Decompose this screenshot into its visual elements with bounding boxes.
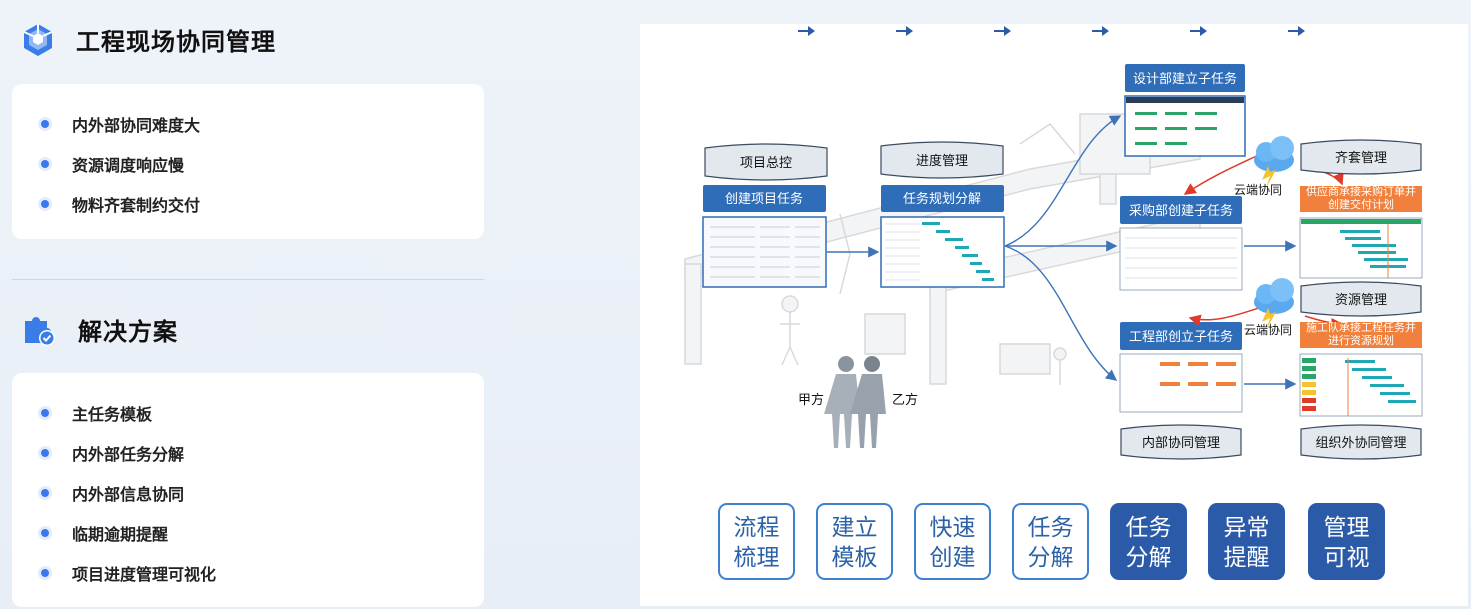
team-plan-box: 施工队承接工程任务并进行资源规划 [1300,322,1422,348]
banner-resource-management: 资源管理 [1300,281,1422,317]
list-item: 项目进度管理可视化 [38,561,216,585]
list-item: 主任务模板 [38,401,152,425]
arrow-connector [1004,245,1118,381]
purchase-dept-button: 采购部创建子任务 [1120,196,1242,224]
arrow-right-icon [1190,26,1207,36]
flow-step-alert: 异常 提醒 [1208,503,1285,580]
svg-text:内部协同管理: 内部协同管理 [1142,435,1220,450]
flow-step-visual-management: 管理 可视 [1308,503,1385,580]
supplier-plan-box: 供应商承接采购订单并创建交付计划 [1300,186,1422,212]
engineering-dept-button: 工程部创立子任务 [1120,322,1242,350]
arrow-right-icon [798,26,815,36]
list-item: 内外部协同难度大 [38,112,200,136]
task-planning-button: 任务规划分解 [881,185,1004,212]
banner-internal-collaboration: 内部协同管理 [1120,424,1242,460]
arrow-right-icon [994,26,1011,36]
svg-text:设计部建立子任务: 设计部建立子任务 [1133,71,1237,86]
list-item: 内外部信息协同 [38,481,184,505]
red-arrow [1188,305,1266,327]
design-table-thumbnail [1124,95,1246,157]
puzzle-check-icon [25,316,55,346]
svg-text:进度管理: 进度管理 [916,153,968,168]
purchase-table-thumbnail [1119,227,1243,291]
people-handshake-illustration [824,356,886,448]
bullet-icon [38,157,52,171]
arrow-connector [1004,115,1122,247]
engineering-table-thumbnail [1119,353,1243,413]
cloud-label: 云端协同 [1244,322,1292,337]
problems-card: 内外部协同难度大 资源调度响应慢 物料齐套制约交付 [12,84,484,239]
create-project-task-button: 创建项目任务 [703,185,826,212]
party-b-label: 乙方 [892,392,918,407]
flow-step-task-split: 任务 分解 [1012,503,1089,580]
banner-kit-management: 齐套管理 [1300,139,1422,175]
list-item: 临期逾期提醒 [38,521,168,545]
banner-project-control: 项目总控 [704,143,828,181]
section-title-solutions: 解决方案 [22,312,178,347]
design-dept-button: 设计部建立子任务 [1125,64,1245,92]
bullet-icon [38,566,52,580]
arrow-right-icon [1092,26,1109,36]
svg-text:任务规划分解: 任务规划分解 [903,191,981,206]
arrow-right-icon [896,26,913,36]
arrow-right-icon [1288,26,1305,36]
cloud-sync-icon [1254,136,1294,188]
divider [12,279,484,280]
svg-text:组织外协同管理: 组织外协同管理 [1315,435,1406,450]
bullet-icon [38,117,52,131]
svg-text:采购部创建子任务: 采购部创建子任务 [1129,203,1233,218]
svg-text:工程部创立子任务: 工程部创立子任务 [1129,329,1233,344]
cube-network-icon [23,23,53,56]
flow-step-build-template: 建立 模板 [816,503,893,580]
bullet-icon [38,197,52,211]
bullet-icon [38,446,52,460]
flow-step-task-split-highlight: 任务 分解 [1110,503,1187,580]
supplier-gantt-thumbnail [1299,217,1423,279]
project-form-thumbnail [702,216,827,288]
bullet-icon [38,406,52,420]
flow-step-quick-create: 快速 创建 [914,503,991,580]
svg-text:齐套管理: 齐套管理 [1335,150,1387,165]
party-a-label: 甲方 [798,392,824,407]
list-item: 物料齐套制约交付 [38,192,200,216]
team-gantt-thumbnail [1299,353,1423,417]
bullet-icon [38,486,52,500]
task-gantt-thumbnail [880,216,1005,288]
solutions-card: 主任务模板 内外部任务分解 内外部信息协同 临期逾期提醒 项目进度管理可视化 [12,373,484,607]
flow-step-process-review: 流程 梳理 [718,503,795,580]
list-item: 内外部任务分解 [38,441,184,465]
collaboration-diagram: 项目总控 进度管理 创建项目任务 任务规划分解 [640,24,1468,606]
cloud-label: 云端协同 [1234,182,1282,197]
svg-text:资源管理: 资源管理 [1335,292,1387,307]
banner-progress-management: 进度管理 [880,141,1004,179]
banner-external-collaboration: 组织外协同管理 [1300,424,1422,460]
cloud-sync-icon [1254,278,1294,330]
list-item: 资源调度响应慢 [38,152,184,176]
svg-text:创建项目任务: 创建项目任务 [725,191,803,206]
svg-text:项目总控: 项目总控 [740,155,792,170]
section-title-problems: 工程现场协同管理 [22,22,276,57]
bullet-icon [38,526,52,540]
section-title: 解决方案 [78,319,178,346]
page-title: 工程现场协同管理 [76,29,276,56]
diagram-canvas: 项目总控 进度管理 创建项目任务 任务规划分解 [684,64,1423,460]
